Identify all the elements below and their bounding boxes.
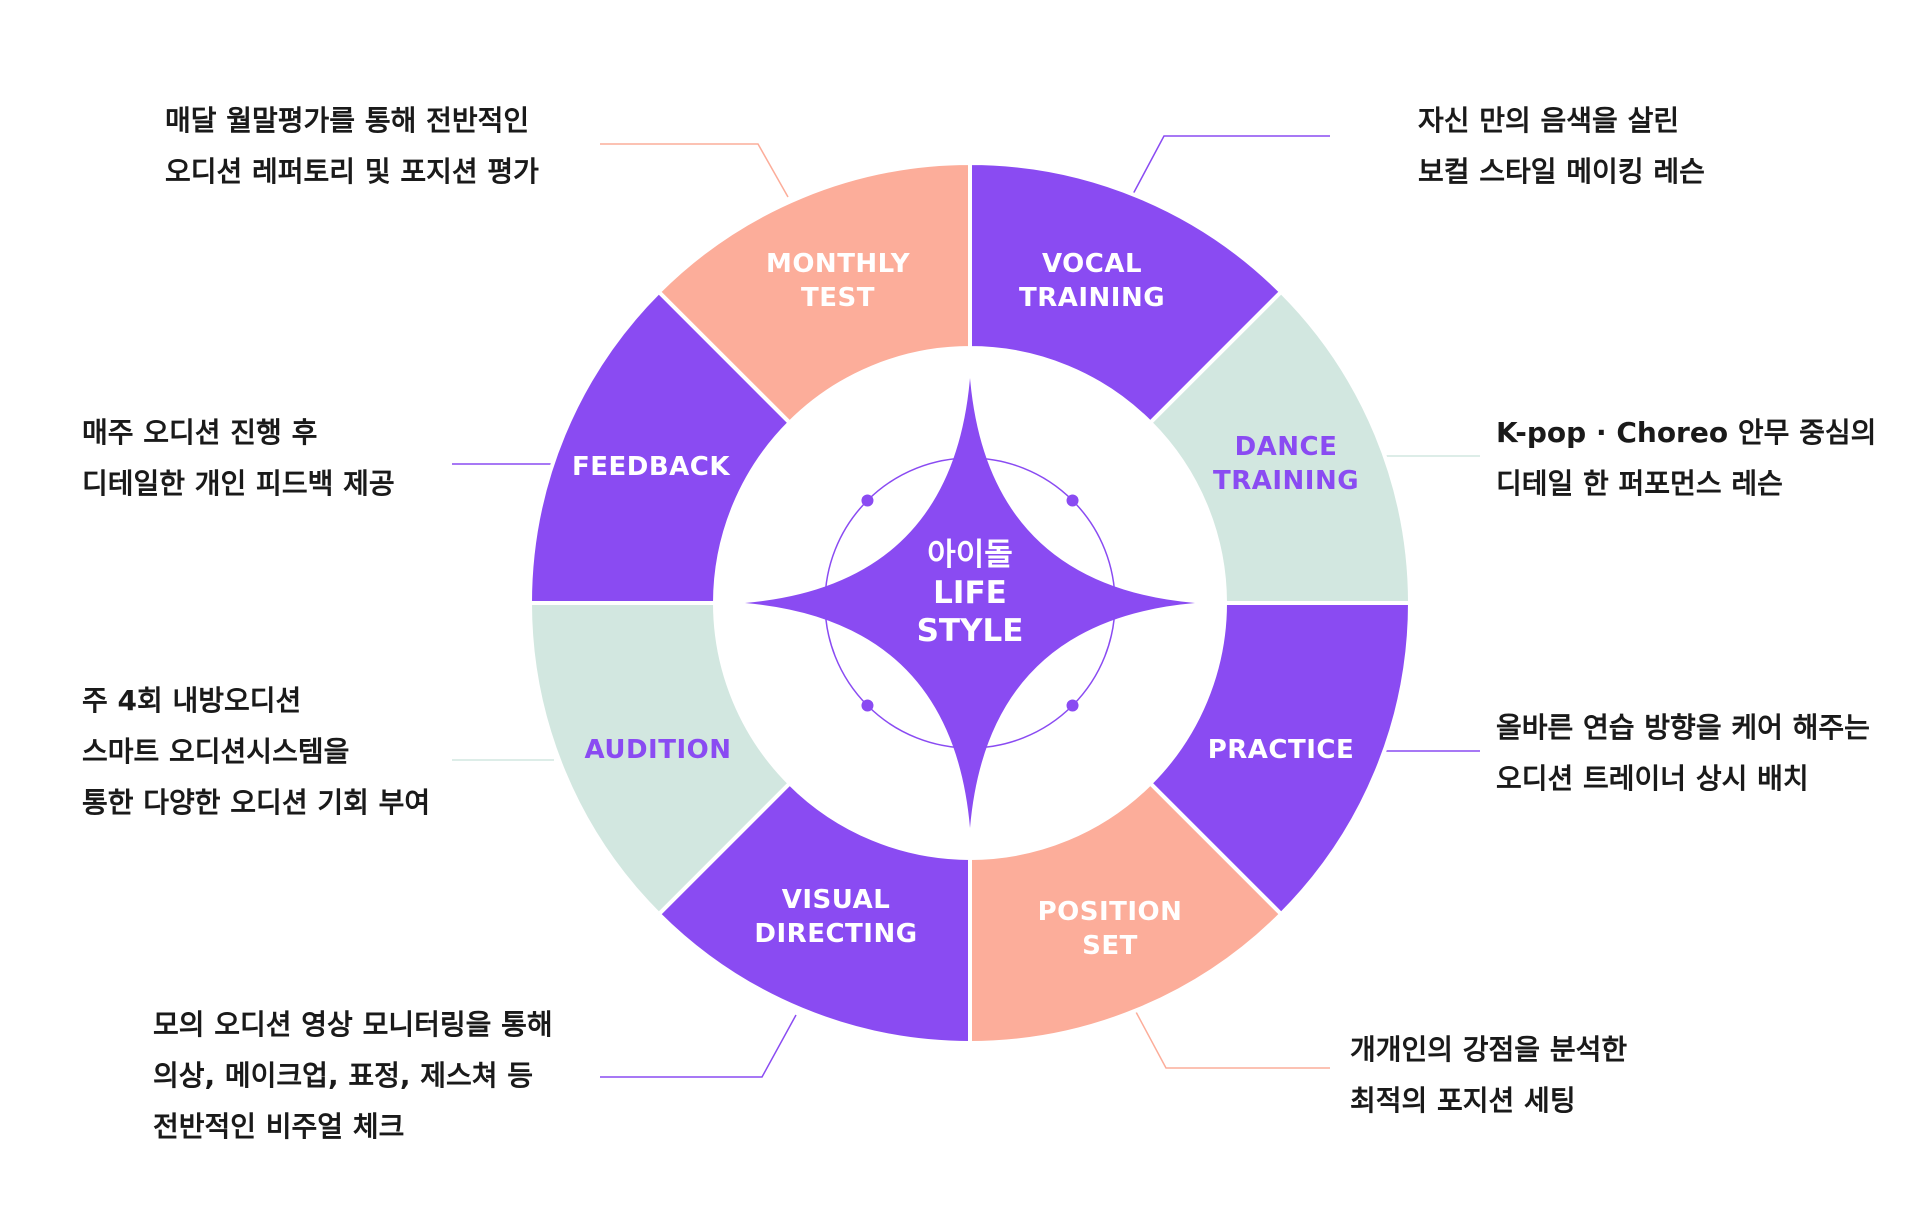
description-position-set: 개개인의 강점을 분석한 최적의 포지션 세팅 [1350,1024,1627,1126]
center-title-line-2: LIFE [933,575,1007,611]
segment-label-audition: AUDITION [585,735,732,765]
connector-vocal-training [1131,135,1330,197]
description-line: 자신 만의 음색을 살린 [1418,104,1680,137]
segment-label-visual-directing: DIRECTING [754,919,917,949]
orbit-dot [861,494,874,507]
segment-label-dance-training: DANCE [1235,432,1338,462]
segment-label-position-set: POSITION [1038,897,1183,927]
segment-label-monthly-test: MONTHLY [766,249,911,279]
description-audition: 주 4회 내방오디션 스마트 오디션시스템을 통한 다양한 오디션 기회 부여 [82,675,430,828]
description-monthly-test: 매달 월말평가를 통해 전반적인 오디션 레퍼토리 및 포지션 평가 [165,95,539,197]
wheel-segments: VOCAL TRAINING DANCE TRAINING PRACTICE POSITI… [527,160,1413,1046]
center-title-line-3: STYLE [917,613,1024,649]
description-line: 보컬 스타일 메이킹 레슨 [1418,155,1705,188]
description-line: 매달 월말평가를 통해 전반적인 [165,104,530,137]
segment-label-feedback: FEEDBACK [572,452,730,482]
segment-label-dance-training: TRAINING [1213,466,1359,496]
description-line: 주 4회 내방오디션 [82,684,302,717]
description-line: 디테일 한 퍼포먼스 레슨 [1496,467,1783,500]
center-title-line-1: 아이돌 [927,537,1013,573]
description-line: K-pop · Choreo 안무 중심의 [1496,416,1877,449]
segment-monthly-test [656,160,972,426]
description-visual-directing: 모의 오디션 영상 모니터링을 통해 의상, 메이크업, 표정, 제스쳐 등 전… [153,999,553,1152]
orbit-dot [1066,699,1079,712]
connector-visual-directing [600,1014,797,1078]
description-line: 올바른 연습 방향을 케어 해주는 [1496,711,1870,744]
segment-label-position-set: SET [1082,931,1138,961]
description-line: 통한 다양한 오디션 기회 부여 [82,786,431,819]
orbit-dot [861,699,874,712]
description-dance-training: K-pop · Choreo 안무 중심의 디테일 한 퍼포먼스 레슨 [1496,407,1876,509]
description-line: 개개인의 강점을 분석한 [1350,1033,1628,1066]
description-line: 전반적인 비주얼 체크 [153,1110,405,1143]
orbit-dot [1066,494,1079,507]
four-point-star-icon [745,378,1195,828]
description-line: 오디션 레퍼토리 및 포지션 평가 [165,155,539,188]
description-line: 스마트 오디션시스템을 [82,735,350,768]
description-line: 최적의 포지션 세팅 [1350,1084,1576,1117]
segment-label-monthly-test: TEST [801,283,875,313]
connector-lines [452,135,1480,1078]
description-line: 오디션 트레이너 상시 배치 [1496,762,1809,795]
center-emblem: 아이돌 LIFE STYLE [745,378,1195,828]
description-feedback: 매주 오디션 진행 후 디테일한 개인 피드백 제공 [82,407,395,509]
description-line: 매주 오디션 진행 후 [82,416,318,449]
segment-label-visual-directing: VISUAL [782,885,891,915]
connector-monthly-test [600,143,789,198]
description-line: 디테일한 개인 피드백 제공 [82,467,395,500]
description-practice: 올바른 연습 방향을 케어 해주는 오디션 트레이너 상시 배치 [1496,702,1870,804]
connector-position-set [1135,1011,1330,1069]
description-line: 의상, 메이크업, 표정, 제스쳐 등 [153,1059,534,1092]
segment-label-vocal-training: TRAINING [1019,283,1165,313]
description-line: 모의 오디션 영상 모니터링을 통해 [153,1008,553,1041]
segment-label-vocal-training: VOCAL [1042,249,1142,279]
description-vocal-training: 자신 만의 음색을 살린 보컬 스타일 메이킹 레슨 [1418,95,1705,197]
segment-label-practice: PRACTICE [1208,735,1355,765]
